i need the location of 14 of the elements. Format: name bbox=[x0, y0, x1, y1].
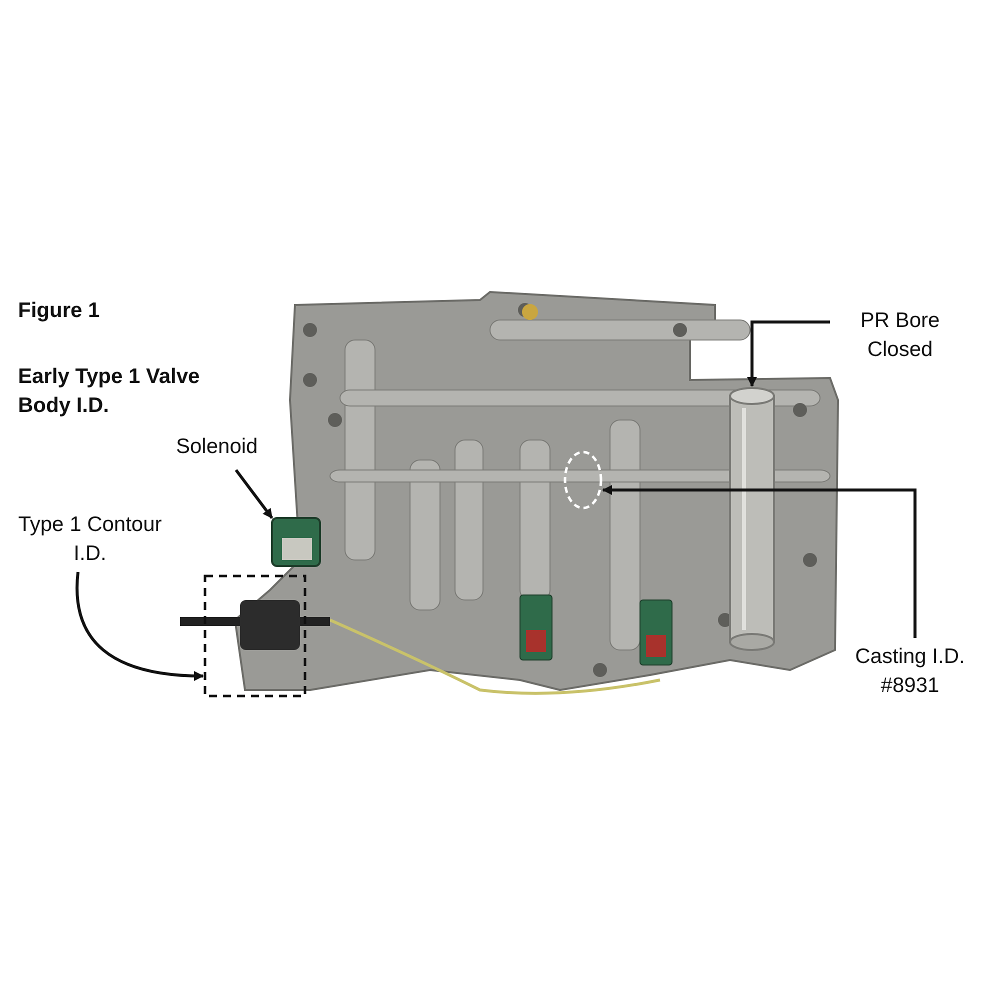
callout-label: PR Bore Closed bbox=[830, 306, 970, 364]
leader-arrow bbox=[234, 469, 274, 519]
callout-label: Solenoid bbox=[176, 432, 296, 461]
leader-arrow bbox=[602, 485, 916, 638]
figure-subtitle: Early Type 1 Valve Body I.D. bbox=[18, 364, 201, 419]
pressure-regulator-bore bbox=[729, 387, 775, 651]
solenoid-part bbox=[271, 517, 321, 567]
casting-id-marker bbox=[564, 450, 602, 510]
leader-arrow bbox=[76, 572, 204, 681]
contour-region-box bbox=[204, 574, 306, 698]
callout-label: Type 1 Contour I.D. bbox=[15, 510, 165, 568]
leader-arrow bbox=[747, 320, 830, 387]
callout-label: Casting I.D. #8931 bbox=[835, 642, 985, 700]
figure-title: Figure 1 bbox=[18, 298, 101, 324]
